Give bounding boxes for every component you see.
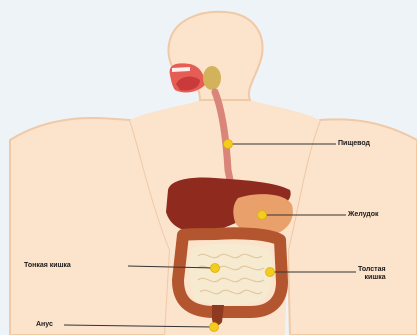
label-small-intestine: Тонкая кишка: [24, 262, 71, 270]
marker-large-intestine: [266, 268, 275, 277]
marker-stomach: [258, 211, 267, 220]
label-large-intestine-line1: Толстая: [358, 266, 386, 274]
label-large-intestine: Толстая кишка: [358, 266, 386, 282]
label-anus: Анус: [36, 321, 53, 329]
marker-anus: [210, 323, 219, 332]
small-intestine: [189, 244, 272, 305]
marker-small-intestine: [211, 264, 220, 273]
label-large-intestine-line2: кишка: [358, 274, 386, 282]
marker-esophagus: [224, 140, 233, 149]
label-stomach: Желудок: [348, 211, 379, 219]
salivary-gland: [203, 66, 221, 90]
label-esophagus: Пищевод: [338, 140, 370, 148]
